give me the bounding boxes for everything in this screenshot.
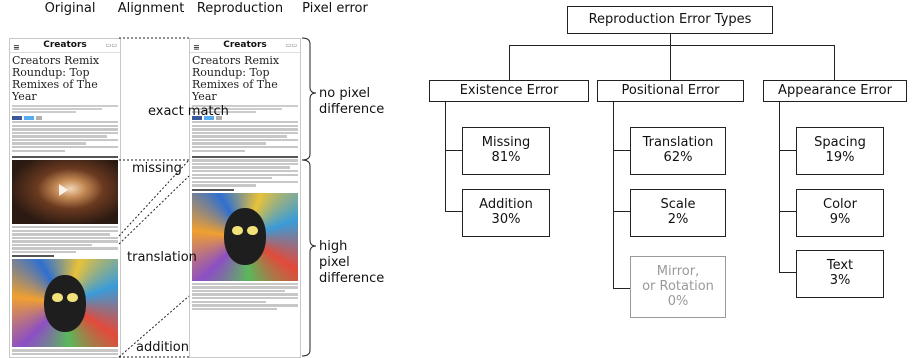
reproduction-article-title: Creators Remix Roundup: Top Remixes of T…	[192, 54, 280, 103]
header-alignment: Alignment	[117, 1, 185, 16]
label-translation: translation	[127, 250, 197, 265]
label-exact-match: exact match	[148, 104, 229, 119]
header-reproduction: Reproduction	[196, 1, 284, 16]
label-missing: missing	[132, 161, 182, 176]
art-image	[192, 192, 298, 281]
tree-root: Reproduction Error Types	[567, 6, 773, 34]
alignment-lines	[118, 37, 317, 358]
header-original: Original	[44, 1, 96, 16]
original-app-title: Creators	[43, 40, 87, 50]
header-pixel-error: Pixel error	[302, 1, 368, 16]
reproduction-app-title: Creators	[223, 40, 267, 50]
original-article-title: Creators Remix Roundup: Top Remixes of T…	[12, 54, 100, 103]
label-high-pixel-difference: high pixel difference	[319, 239, 385, 286]
category-positional-error: Positional Error	[597, 80, 744, 102]
category-existence-error: Existence Error	[429, 80, 589, 102]
category-appearance-error: Appearance Error	[763, 80, 907, 102]
label-no-pixel-difference: no pixel difference	[319, 86, 385, 117]
video-image	[12, 160, 118, 225]
label-addition: addition	[136, 340, 189, 355]
reproduction-screenshot: ≡Creators▭▭ Creators Remix Roundup: Top …	[189, 38, 301, 358]
art-image	[12, 259, 118, 348]
original-screenshot: ≡Creators▭▭ Creators Remix Roundup: Top …	[9, 38, 121, 358]
